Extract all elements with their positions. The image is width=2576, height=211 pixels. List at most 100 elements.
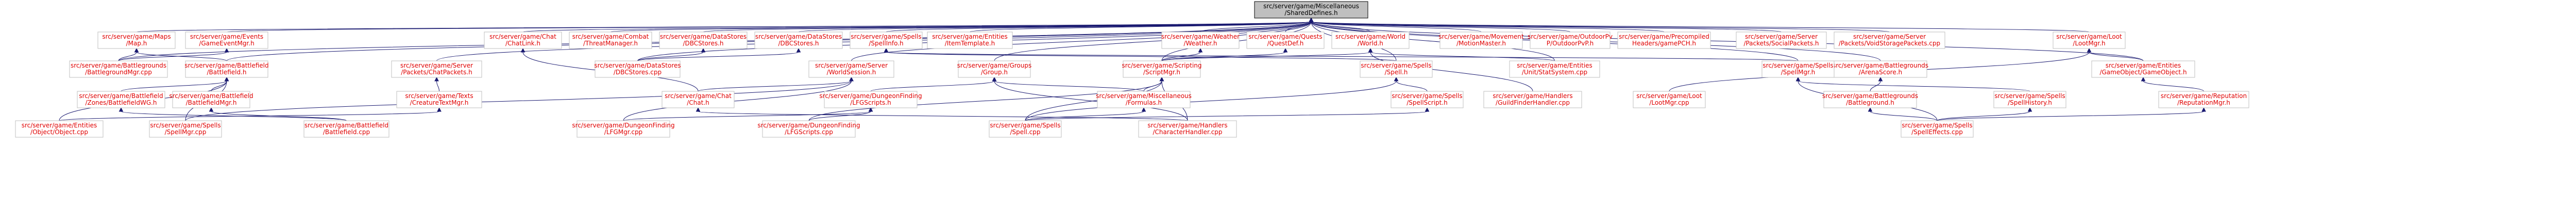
node-spellmgrcpp[interactable]: src/server/game/Spells/SpellMgr.cpp: [149, 120, 222, 138]
node-label-line: /Packets/SocialPackets.h: [1743, 40, 1819, 47]
node-dungeonfinding[interactable]: src/server/game/DungeonFinding/LFGScript…: [819, 91, 922, 108]
node-label-line: src/server/game/Spells: [990, 122, 1060, 129]
node-charhandler[interactable]: src/server/game/Handlers/CharacterHandle…: [1138, 120, 1237, 138]
include-edge: [1025, 111, 1428, 121]
node-scripting[interactable]: src/server/game/Scripting/ScriptMgr.h: [1122, 60, 1202, 78]
node-label-line: src/server/game/Spells: [1762, 62, 1833, 69]
node-creaturetext[interactable]: src/server/game/Texts/CreatureTextMgr.h: [396, 91, 482, 108]
node-unitstat[interactable]: src/server/game/Entities/Unit/StatSystem…: [1509, 60, 1600, 78]
node-label-line: src/server/game/Entities: [2106, 62, 2181, 69]
include-edge: [1025, 80, 1397, 121]
edge-arrowhead: [1368, 47, 1373, 53]
node-bfmgr[interactable]: src/server/game/Battlefield/BattlefieldM…: [169, 91, 253, 108]
node-box: [303, 120, 389, 138]
include-edge: [1311, 21, 1890, 33]
node-voidstorage[interactable]: src/server/game/Server/Packets/VoidStora…: [1834, 31, 1945, 49]
edge-arrowhead: [1198, 47, 1203, 53]
node-bfcpp[interactable]: src/server/game/Battlefield/Battlefield.…: [303, 120, 389, 138]
edge-arrowhead: [849, 76, 854, 82]
node-label-line: src/server/game/Spells: [150, 122, 221, 129]
node-label-line: /SpellInfo.h: [869, 40, 903, 47]
node-box: [77, 91, 165, 108]
node-movement[interactable]: src/server/game/Movement/MotionMaster.h: [1438, 31, 1524, 49]
include-edge: [226, 21, 1312, 33]
node-label-line: /CreatureTextMgr.h: [410, 99, 469, 106]
node-spellmgr[interactable]: src/server/game/Spells/SpellMgr.h: [1761, 60, 1835, 78]
node-bgh[interactable]: src/server/game/Battlegrounds/Battlegrou…: [1822, 91, 1918, 108]
node-lootmgrh[interactable]: src/server/game/Loot/LootMgr.h: [2053, 31, 2126, 49]
node-box: [1993, 91, 2066, 108]
node-servericon[interactable]: src/server/game/Server/WorldSession.h: [808, 60, 894, 78]
node-box: [958, 60, 1031, 78]
node-events[interactable]: src/server/game/Events/GameEventMgr.h: [185, 31, 268, 49]
node-label-line: src/server/game/DataStores: [660, 33, 747, 40]
node-box: [1254, 1, 1368, 19]
include-edge: [1311, 21, 1371, 33]
node-socialpackets[interactable]: src/server/game/Server/Packets/SocialPac…: [1736, 31, 1827, 49]
node-guildfinder[interactable]: src/server/game/Handlers/GuildFinderHand…: [1483, 91, 1582, 108]
node-label-line: src/server/game/Spells: [851, 33, 921, 40]
node-box: [1530, 31, 1611, 49]
node-objectcpp[interactable]: src/server/game/Entities/Object/Object.c…: [15, 120, 104, 138]
edge-arrowhead: [1795, 76, 1801, 82]
edge-arrowhead: [118, 107, 124, 112]
node-bfzones[interactable]: src/server/game/Battlefield/Zones/Battle…: [77, 91, 165, 108]
node-questdef[interactable]: src/server/game/Quests/QuestDef.h: [1246, 31, 1325, 49]
node-label-line: Headers/gamePCH.h: [1632, 40, 1696, 47]
node-spellinfo[interactable]: src/server/game/Spells/SpellInfo.h: [850, 31, 923, 49]
node-combat[interactable]: src/server/game/Combat/ThreatManager.h: [569, 31, 652, 49]
node-chatlink[interactable]: src/server/game/Chat/ChatLink.h: [484, 31, 562, 49]
node-bfh[interactable]: src/server/game/Battlefield/Battlefield.…: [184, 60, 269, 78]
node-lfgmgr[interactable]: src/server/game/DungeonFinding/LFGMgr.cp…: [572, 120, 675, 138]
node-label-line: src/server/game/Battlegrounds: [1833, 62, 1928, 69]
node-lfgscripts[interactable]: src/server/game/DungeonFinding/LFGScript…: [757, 120, 860, 138]
edge-arrowhead: [437, 107, 442, 112]
node-lootmgrcpp[interactable]: src/server/game/Loot/LootMgr.cpp: [1633, 91, 1706, 108]
node-label-line: P/OutdoorPvP.h: [1547, 40, 1594, 47]
node-spellscript[interactable]: src/server/game/Spells/SpellScript.h: [1391, 91, 1464, 108]
node-label-line: /BattlegroundMgr.cpp: [85, 69, 152, 76]
include-edge: [1311, 21, 2144, 61]
node-world[interactable]: src/server/game/World/World.h: [1331, 31, 1410, 49]
node-label-line: src/server/game/Miscellaneous: [1096, 92, 1192, 100]
node-chatlinkcpp[interactable]: src/server/game/Server/Packets/ChatPacke…: [391, 60, 482, 78]
edge-arrowhead: [1141, 107, 1146, 112]
node-itemtpl[interactable]: src/server/game/Entities/ItemTemplate.h: [927, 31, 1013, 49]
node-spellsh[interactable]: src/server/game/Spells/Spell.h: [1360, 60, 1433, 78]
node-maps[interactable]: src/server/game/Maps/Map.h: [97, 31, 176, 49]
node-weather[interactable]: src/server/game/Weather/Weather.h: [1161, 31, 1240, 49]
node-precompiled[interactable]: src/server/game/PrecompiledHeaders/gameP…: [1617, 31, 1711, 49]
node-gameobject[interactable]: src/server/game/Entities/GameObject/Game…: [2091, 60, 2195, 78]
include-edge: [698, 80, 852, 92]
node-dbccpp[interactable]: src/server/game/DataStores/DBCStores.cpp: [594, 60, 681, 78]
node-dsh2[interactable]: src/server/game/DataStores/DBCStores.h: [754, 31, 843, 49]
node-label-line: src/server/game/Loot: [1636, 92, 1702, 100]
node-label-line: /SpellHistory.h: [2008, 99, 2052, 106]
include-edge: [1311, 21, 1570, 33]
node-label-line: src/server/game/Chat: [489, 33, 556, 40]
node-label-line: src/server/game/Reputation: [2161, 92, 2247, 100]
include-edge: [623, 80, 852, 121]
node-arenateam[interactable]: src/server/game/Battlegrounds/ArenaScore…: [1833, 60, 1928, 78]
node-box: [1123, 60, 1201, 78]
node-outdoorpvp[interactable]: src/server/game/OutdoorPvP/OutdoorPvP.h: [1528, 31, 1613, 49]
node-label-line: src/server/game/Server: [1745, 33, 1818, 40]
node-spellhistory[interactable]: src/server/game/Spells/SpellHistory.h: [1993, 91, 2066, 108]
node-label-line: /LFGScripts.cpp: [785, 128, 833, 136]
node-groups[interactable]: src/server/game/Groups/Group.h: [957, 60, 1031, 78]
edge-arrowhead: [696, 107, 701, 112]
include-edge: [870, 80, 995, 92]
node-chath[interactable]: src/server/game/Chat/Chat.h: [662, 91, 735, 108]
node-spellcpp[interactable]: src/server/game/Spells/Spell.cpp: [989, 120, 1062, 138]
node-reputation[interactable]: src/server/game/Reputation/ReputationMgr…: [2158, 91, 2249, 108]
node-miscformulas[interactable]: src/server/game/Miscellaneous/Formulas.h: [1096, 91, 1192, 108]
node-label-line: src/server/game/Battlegrounds: [1822, 92, 1918, 100]
include-edge: [118, 52, 227, 61]
node-label-line: /SpellMgr.h: [1781, 69, 1816, 76]
node-spelleffects[interactable]: src/server/game/Spells/SpellEffects.cpp: [1901, 120, 1974, 138]
node-label-line: src/server/game/World: [1335, 33, 1405, 40]
node-dsh[interactable]: src/server/game/DataStores/DBCStores.h: [659, 31, 748, 49]
node-label-line: src/server/game/Spells: [1902, 122, 1972, 129]
node-bgmgrh[interactable]: src/server/game/Battlegrounds/Battlegrou…: [69, 60, 168, 78]
